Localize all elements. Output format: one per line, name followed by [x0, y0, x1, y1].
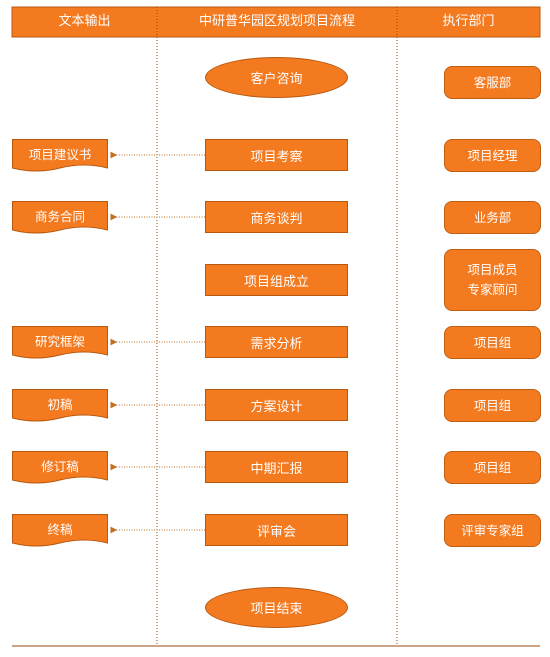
output-document: 商务合同: [12, 201, 108, 237]
department-name: 客服部: [473, 74, 512, 90]
output-label: 项目建议书: [28, 147, 92, 163]
document-shape: [12, 326, 108, 359]
document-shape: [12, 451, 108, 484]
output-document: 终稿: [12, 514, 108, 550]
step-node: 项目组成立: [205, 264, 348, 296]
header-output-title: 文本输出: [58, 14, 111, 29]
output-label: 研究框架: [34, 334, 85, 350]
department-box: 评审专家组: [444, 514, 541, 547]
department-name: 项目成员: [467, 262, 518, 277]
department-box: 项目组: [444, 326, 541, 359]
output-label: 修订稿: [41, 459, 79, 475]
department-name-line2: 专家顾问: [467, 282, 518, 297]
department-box: 项目经理: [444, 139, 541, 172]
step-node: 评审会: [205, 514, 348, 546]
department-name: 项目组: [473, 334, 512, 350]
department-box: 项目成员 专家顾问: [444, 249, 541, 311]
step-node: 项目考察: [205, 139, 348, 171]
output-document: 修订稿: [12, 451, 108, 487]
start-node: 客户咨询: [205, 57, 348, 98]
department-name: 项目组: [473, 459, 512, 475]
step-node: 中期汇报: [205, 451, 348, 483]
department-box: 客服部: [444, 66, 541, 99]
department-name: 项目组: [473, 397, 512, 413]
header-band: [11, 6, 541, 38]
step-node: 商务谈判: [205, 201, 348, 233]
output-label: 商务合同: [34, 209, 85, 225]
document-shape: [12, 514, 108, 547]
step-node: 方案设计: [205, 389, 348, 421]
document-shape: [12, 201, 108, 234]
document-shape: [12, 389, 108, 422]
document-shape: [12, 139, 108, 172]
output-document: 研究框架: [12, 326, 108, 362]
department-box: 业务部: [444, 201, 541, 234]
header-process-title: 中研普华园区规划项目流程: [198, 14, 355, 29]
department-name: 评审专家组: [461, 522, 524, 538]
department-box: 项目组: [444, 451, 541, 484]
department-box: 项目组: [444, 389, 541, 422]
output-label: 终稿: [47, 522, 73, 538]
output-label: 初稿: [47, 397, 73, 413]
department-name: 业务部: [473, 209, 512, 225]
output-document: 初稿: [12, 389, 108, 425]
header-dept-title: 执行部门: [442, 14, 495, 29]
end-node: 项目结束: [205, 587, 348, 628]
step-node: 需求分析: [205, 326, 348, 358]
department-name: 项目经理: [467, 147, 518, 163]
output-document: 项目建议书: [12, 139, 108, 175]
